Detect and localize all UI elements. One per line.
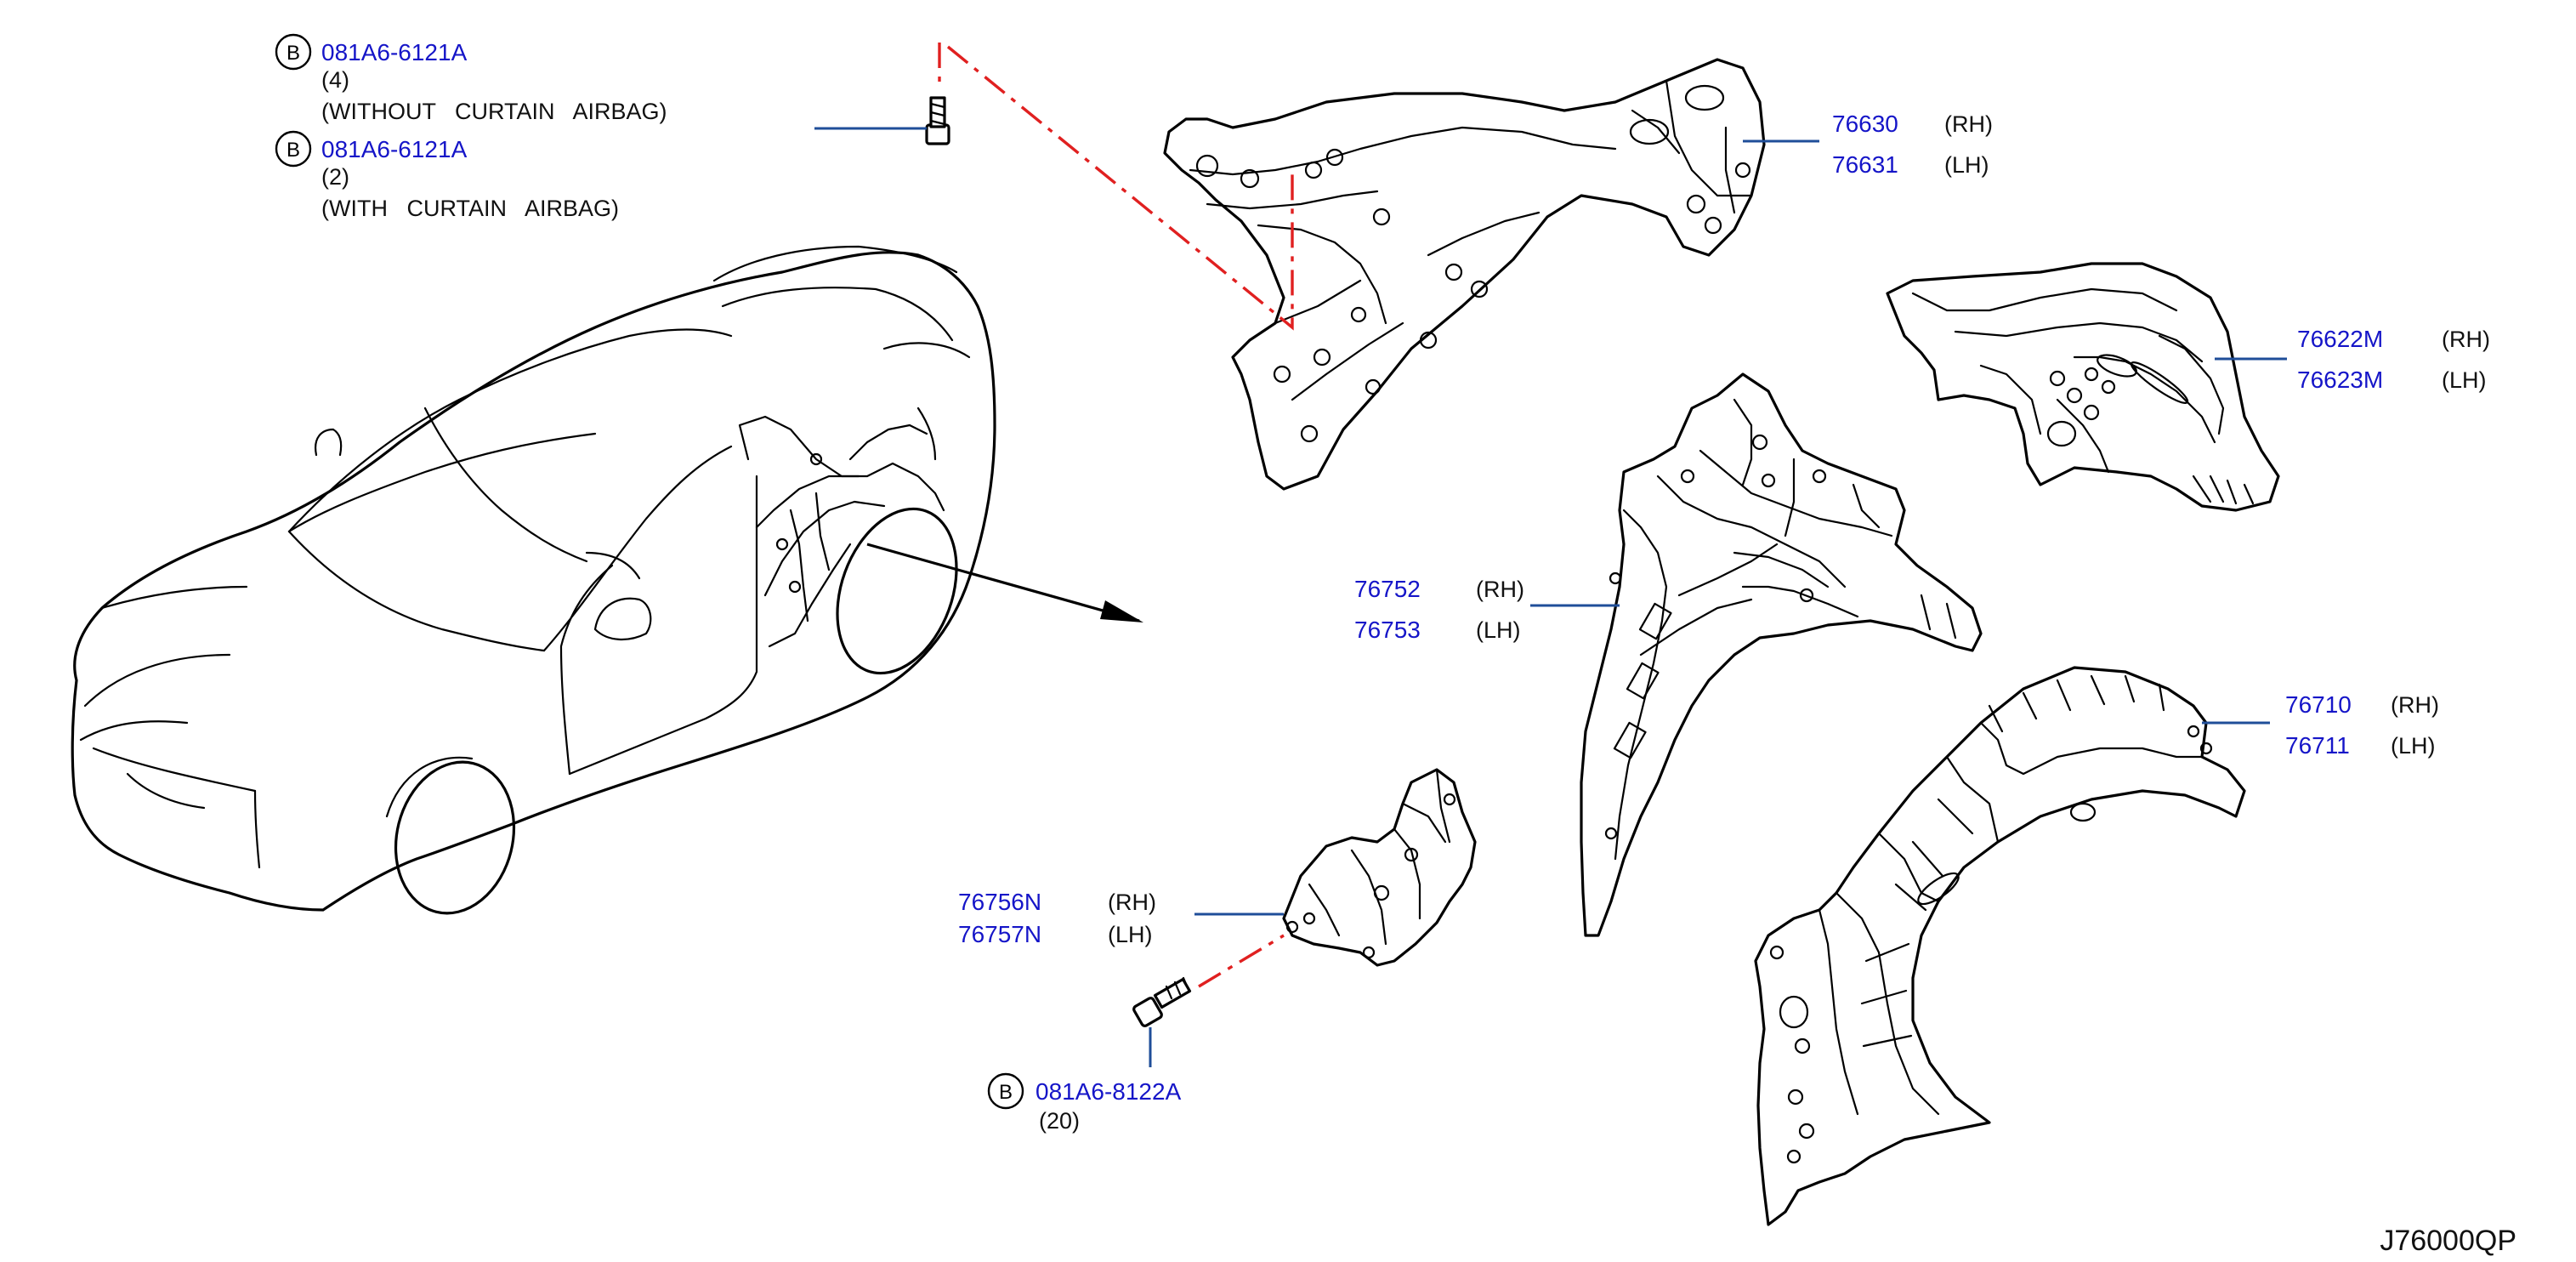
bolt-part-number[interactable]: 081A6-8122A: [1036, 1078, 1182, 1105]
side-rh: (RH): [1108, 890, 1156, 915]
part-number-76630[interactable]: 76630: [1832, 111, 1898, 137]
part-number-76752[interactable]: 76752: [1354, 576, 1421, 602]
side-lh: (LH): [1476, 617, 1521, 643]
bolt-part-number[interactable]: 081A6-6121A: [321, 39, 468, 65]
label-76622M-group: 76622M (RH) 76623M (LH): [2297, 326, 2490, 393]
bolt-note: (WITH CURTAIN AIRBAG): [321, 196, 619, 221]
diagram-code: J76000QP: [2380, 1225, 2516, 1257]
marker-b-circle: [987, 1072, 1024, 1110]
marker-b: B: [287, 139, 300, 162]
car-illustration: [71, 245, 1143, 915]
side-rh: (RH): [1944, 111, 1993, 137]
side-rh: (RH): [1476, 577, 1524, 602]
part-76622M: [1886, 262, 2280, 512]
side-lh: (LH): [2391, 733, 2436, 759]
part-76756N: [1282, 768, 1477, 967]
bolt-part-number[interactable]: 081A6-6121A: [321, 136, 468, 162]
bolt-callout-3: B 081A6-8122A (20): [987, 1072, 1182, 1134]
part-number-76757N[interactable]: 76757N: [958, 921, 1041, 947]
part-number-76710[interactable]: 76710: [2285, 691, 2352, 718]
bolt-note: (WITHOUT CURTAIN AIRBAG): [321, 99, 667, 124]
bolt-lower: [1132, 976, 1192, 1027]
marker-b-circle: [275, 130, 312, 168]
bolt-quantity: (20): [1039, 1108, 1080, 1134]
part-76630: [1163, 58, 1766, 491]
label-76752-group: 76752 (RH) 76753 (LH): [1354, 576, 1524, 643]
part-76710: [1754, 666, 2246, 1226]
leader-lines: [814, 127, 2287, 1067]
marker-b-circle: [275, 33, 312, 71]
bolt-quantity: (2): [321, 164, 349, 190]
bolt-callout-1: B 081A6-6121A (4) (WITHOUT CURTAIN AIRBA…: [275, 33, 667, 124]
side-lh: (LH): [1944, 152, 1989, 178]
label-76756N-group: 76756N (RH) 76757N (LH): [958, 889, 1156, 947]
marker-b: B: [287, 42, 300, 65]
side-rh: (RH): [2442, 327, 2490, 352]
bolt-upper: [925, 96, 950, 145]
part-number-76756N[interactable]: 76756N: [958, 889, 1041, 915]
part-number-76623M[interactable]: 76623M: [2297, 367, 2383, 393]
marker-b: B: [999, 1081, 1013, 1104]
bolt-quantity: (4): [321, 67, 349, 93]
side-lh: (LH): [2442, 367, 2487, 393]
part-number-76711[interactable]: 76711: [2285, 732, 2350, 759]
dash-line-lower-bolt: [1198, 934, 1285, 988]
part-number-76753[interactable]: 76753: [1354, 617, 1421, 643]
part-number-76631[interactable]: 76631: [1832, 151, 1898, 178]
label-76630-group: 76630 (RH) 76631 (LH): [1832, 111, 1993, 178]
side-rh: (RH): [2391, 692, 2439, 718]
side-lh: (LH): [1108, 922, 1153, 947]
dash-line-upper-bolt: [938, 43, 1294, 331]
label-76710-group: 76710 (RH) 76711 (LH): [2285, 691, 2439, 759]
part-number-76622M[interactable]: 76622M: [2297, 326, 2383, 352]
part-76752: [1580, 372, 1983, 937]
bolt-callout-2: B 081A6-6121A (2) (WITH CURTAIN AIRBAG): [275, 130, 619, 221]
